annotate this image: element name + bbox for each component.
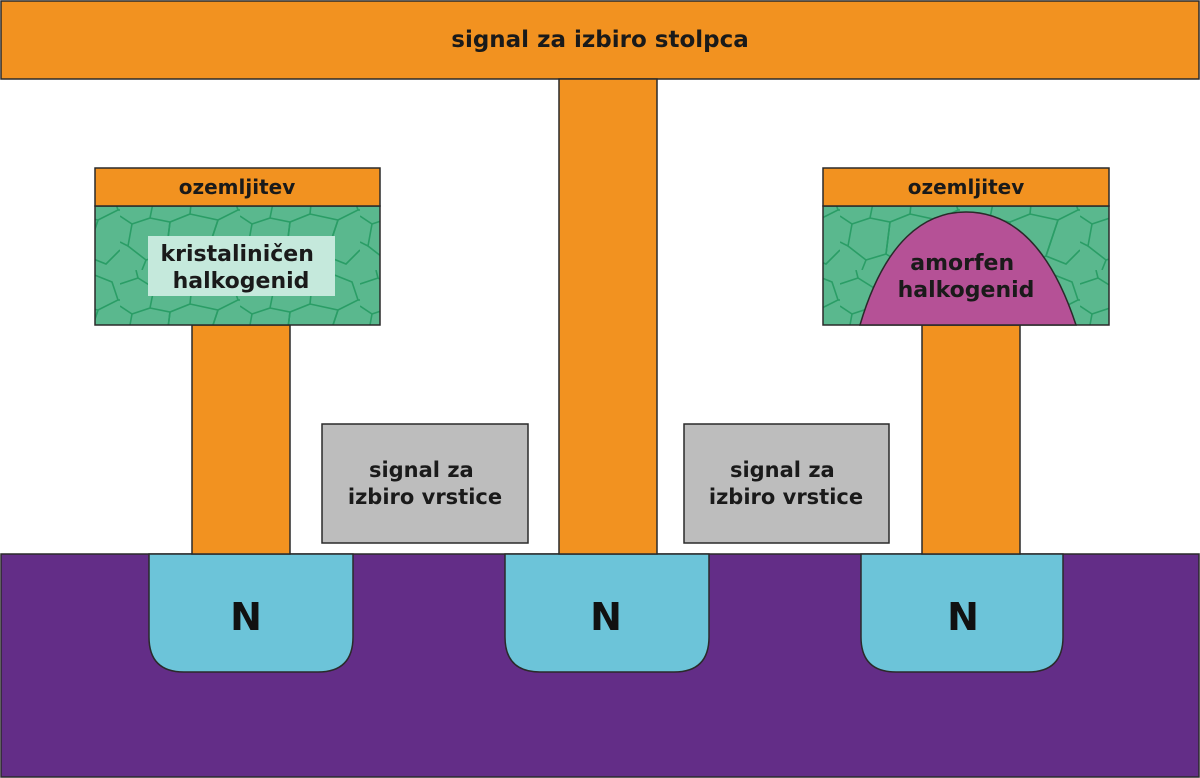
cell-left-ground-label: ozemljitev	[179, 175, 296, 199]
n-region-right	[860, 553, 1064, 673]
cell-right-amorphous-region	[858, 211, 1078, 326]
n-region-left-label: N	[230, 595, 262, 639]
cell-right-pillar	[921, 324, 1021, 555]
cell-right-material-label: amorfen halkogenid	[898, 251, 1035, 303]
cell-left-pillar	[191, 324, 291, 555]
row-select-gate-right	[683, 423, 890, 544]
cell-right-ground-label: ozemljitev	[908, 175, 1025, 199]
row-select-gate-left-label: signal za izbiro vrstice	[348, 458, 502, 509]
n-region-right-label: N	[947, 595, 979, 639]
row-select-gate-left	[321, 423, 529, 544]
n-region-left	[148, 553, 354, 673]
n-region-middle-label: N	[590, 595, 622, 639]
column-select-label: signal za izbiro stolpca	[451, 27, 749, 53]
n-region-middle	[504, 553, 710, 673]
cell-right-ground-bar	[822, 167, 1110, 207]
cell-left-material-label: kristaliničen halkogenid	[160, 242, 321, 294]
column-select-bar	[0, 0, 1200, 80]
cell-left-ground-bar	[94, 167, 381, 207]
column-conductor	[558, 78, 658, 555]
row-select-gate-right-label: signal za izbiro vrstice	[709, 458, 863, 509]
cell-left-label-box	[148, 236, 335, 296]
